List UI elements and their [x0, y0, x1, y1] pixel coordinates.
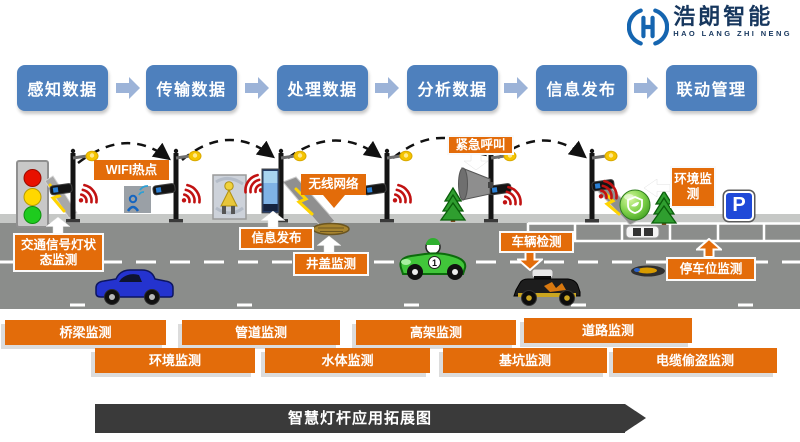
race-car-number: 1	[428, 256, 441, 269]
flow-arrow-icon	[375, 77, 399, 99]
emergency-speaker-icon	[458, 167, 493, 201]
up-arrow-icon	[46, 217, 70, 234]
cctv-camera-icon	[363, 182, 388, 196]
flow-step-publish: 信息发布	[536, 65, 627, 111]
hot-rod-car-icon	[513, 268, 581, 306]
bridge-monitor-box: 桥梁监测	[5, 320, 166, 345]
flow-step-process: 处理数据	[277, 65, 368, 111]
viaduct-monitor-box: 高架监测	[356, 320, 516, 345]
wifi-signal-icon	[71, 181, 102, 212]
pedestrian-board-icon	[212, 174, 247, 220]
blue-classic-car-icon	[95, 269, 174, 305]
flow-arrow-icon	[634, 77, 658, 99]
emergency-call-label: 紧急呼叫	[447, 135, 514, 155]
environment-sensor-orb-icon	[619, 189, 651, 221]
banner-title: 智慧灯杆应用拓展图	[95, 404, 646, 433]
parking-sign: P	[724, 191, 754, 221]
traffic-light-status-line2: 态监测	[39, 252, 78, 267]
environment-monitor-box: 环境监测	[95, 348, 255, 373]
cctv-camera-icon	[152, 182, 177, 196]
info-display-screen-icon	[261, 168, 280, 214]
manhole-cover-icon	[312, 222, 350, 236]
brand-h-icon	[627, 8, 670, 46]
traffic-light-icon	[16, 160, 49, 228]
flow-step-transmit: 传输数据	[146, 65, 237, 111]
flow-step-analyze: 分析数据	[407, 65, 498, 111]
vehicle-detect-label: 车辆检测	[499, 231, 574, 253]
water-monitor-box: 水体监测	[265, 348, 430, 373]
brand-name-cn: 浩朗智能	[673, 4, 774, 29]
wifi-hotspot-label: WIFI热点	[94, 160, 169, 180]
down-arrow-icon	[517, 251, 543, 271]
flow-arrow-icon	[504, 77, 528, 99]
foundation-pit-monitor-box: 基坑监测	[443, 348, 607, 373]
manhole-data-ramp	[282, 176, 350, 236]
road-sensor-icon	[631, 265, 665, 277]
up-arrow-icon	[261, 211, 285, 228]
flow-arrow-icon	[116, 77, 140, 99]
brand-logo: 浩朗智能 HAO LANG ZHI NENG	[627, 6, 792, 48]
info-publish-label: 信息发布	[239, 227, 314, 250]
brand-name-en: HAO LANG ZHI NENG	[673, 29, 792, 38]
down-arrow-icon	[464, 154, 488, 170]
road-monitor-box: 道路监测	[524, 318, 692, 343]
left-arrow-icon	[644, 179, 670, 197]
flow-step-sense: 感知数据	[17, 65, 108, 111]
wifi-user-board-icon	[124, 185, 151, 213]
cable-theft-monitor-box: 电缆偷盗监测	[613, 348, 777, 373]
wifi-signal-icon	[174, 181, 205, 212]
wireless-network-label: 无线网络	[301, 174, 366, 208]
environment-monitor-label: 环境监测	[670, 166, 716, 208]
parked-car-icon	[625, 225, 660, 239]
pipeline-monitor-box: 管道监测	[182, 320, 340, 345]
up-arrow-icon	[696, 238, 722, 258]
flow-step-linkage: 联动管理	[666, 65, 757, 111]
up-arrow-icon	[317, 236, 341, 253]
traffic-light-status-label: 交通信号灯状 态监测	[13, 233, 104, 272]
wifi-signal-icon	[385, 181, 416, 212]
parking-monitor-label: 停车位监测	[666, 257, 756, 281]
manhole-monitor-label: 井盖监测	[293, 252, 369, 276]
traffic-light-status-line1: 交通信号灯状	[20, 237, 96, 252]
flow-arrow-icon	[245, 77, 269, 99]
